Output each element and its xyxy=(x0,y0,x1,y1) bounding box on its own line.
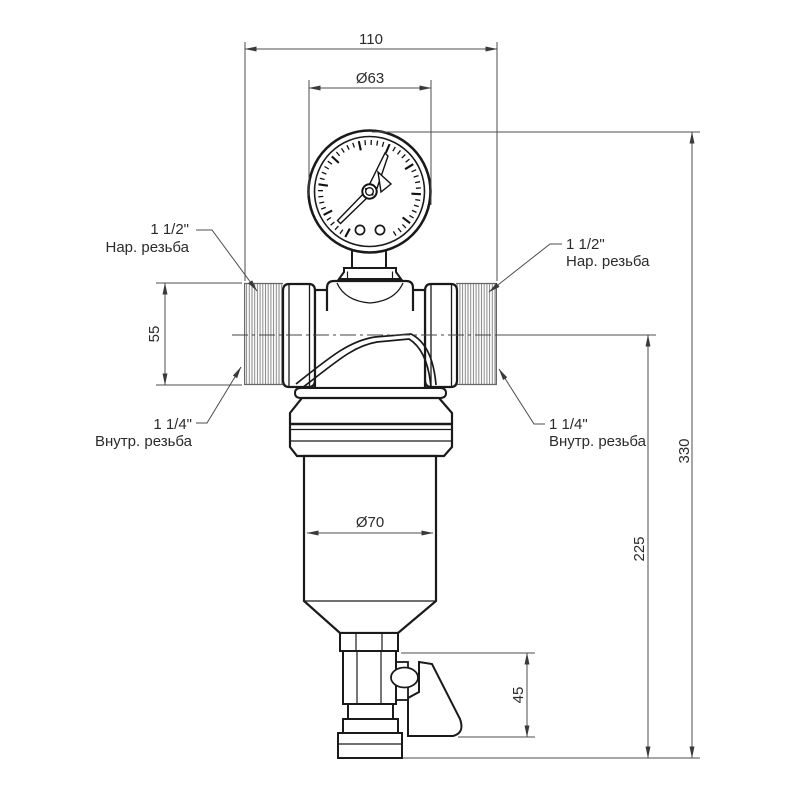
gauge-screw-left xyxy=(354,224,366,236)
internal-partition xyxy=(295,333,437,389)
label-right-top-size: 1 1/2" xyxy=(566,236,605,253)
pressure-gauge xyxy=(307,129,432,254)
gauge-screw-right xyxy=(374,224,386,236)
label-right-bottom-type: Внутр. резьба xyxy=(549,433,647,450)
dim-bowl-diameter: Ø70 xyxy=(356,514,384,531)
label-left-top-size: 1 1/2" xyxy=(150,221,189,238)
drain-valve-handle xyxy=(407,660,463,737)
dim-top-width: 110 xyxy=(359,31,383,48)
dim-drain-height: 45 xyxy=(510,687,527,704)
bowl-ring-nut xyxy=(288,387,454,458)
label-right-bottom-size: 1 1/4" xyxy=(549,416,588,433)
gauge-tick-marks xyxy=(317,139,421,238)
label-left-bottom-size: 1 1/4" xyxy=(153,416,192,433)
filter-body xyxy=(313,249,427,390)
dim-inlet-height: 55 xyxy=(146,326,163,343)
filter-bowl xyxy=(302,454,438,635)
dimension-lines xyxy=(156,42,700,759)
valve-stem-cap xyxy=(390,666,419,689)
gauge-hub xyxy=(361,183,378,200)
left-external-thread xyxy=(244,282,283,386)
label-left-top-type: Нар. резьба xyxy=(106,239,190,256)
drain-valve xyxy=(337,632,463,759)
thread-labels: 1 1/2" Нар. резьба 1 1/2" Нар. резьба 1 … xyxy=(95,221,650,450)
dim-total-height: 330 xyxy=(676,438,693,463)
label-left-bottom-type: Внутр. резьба xyxy=(95,433,193,450)
right-external-thread xyxy=(456,282,497,386)
label-right-top-type: Нар. резьба xyxy=(566,253,650,270)
dim-gauge-diameter: Ø63 xyxy=(356,70,384,87)
dim-axis-to-bottom: 225 xyxy=(631,536,648,561)
